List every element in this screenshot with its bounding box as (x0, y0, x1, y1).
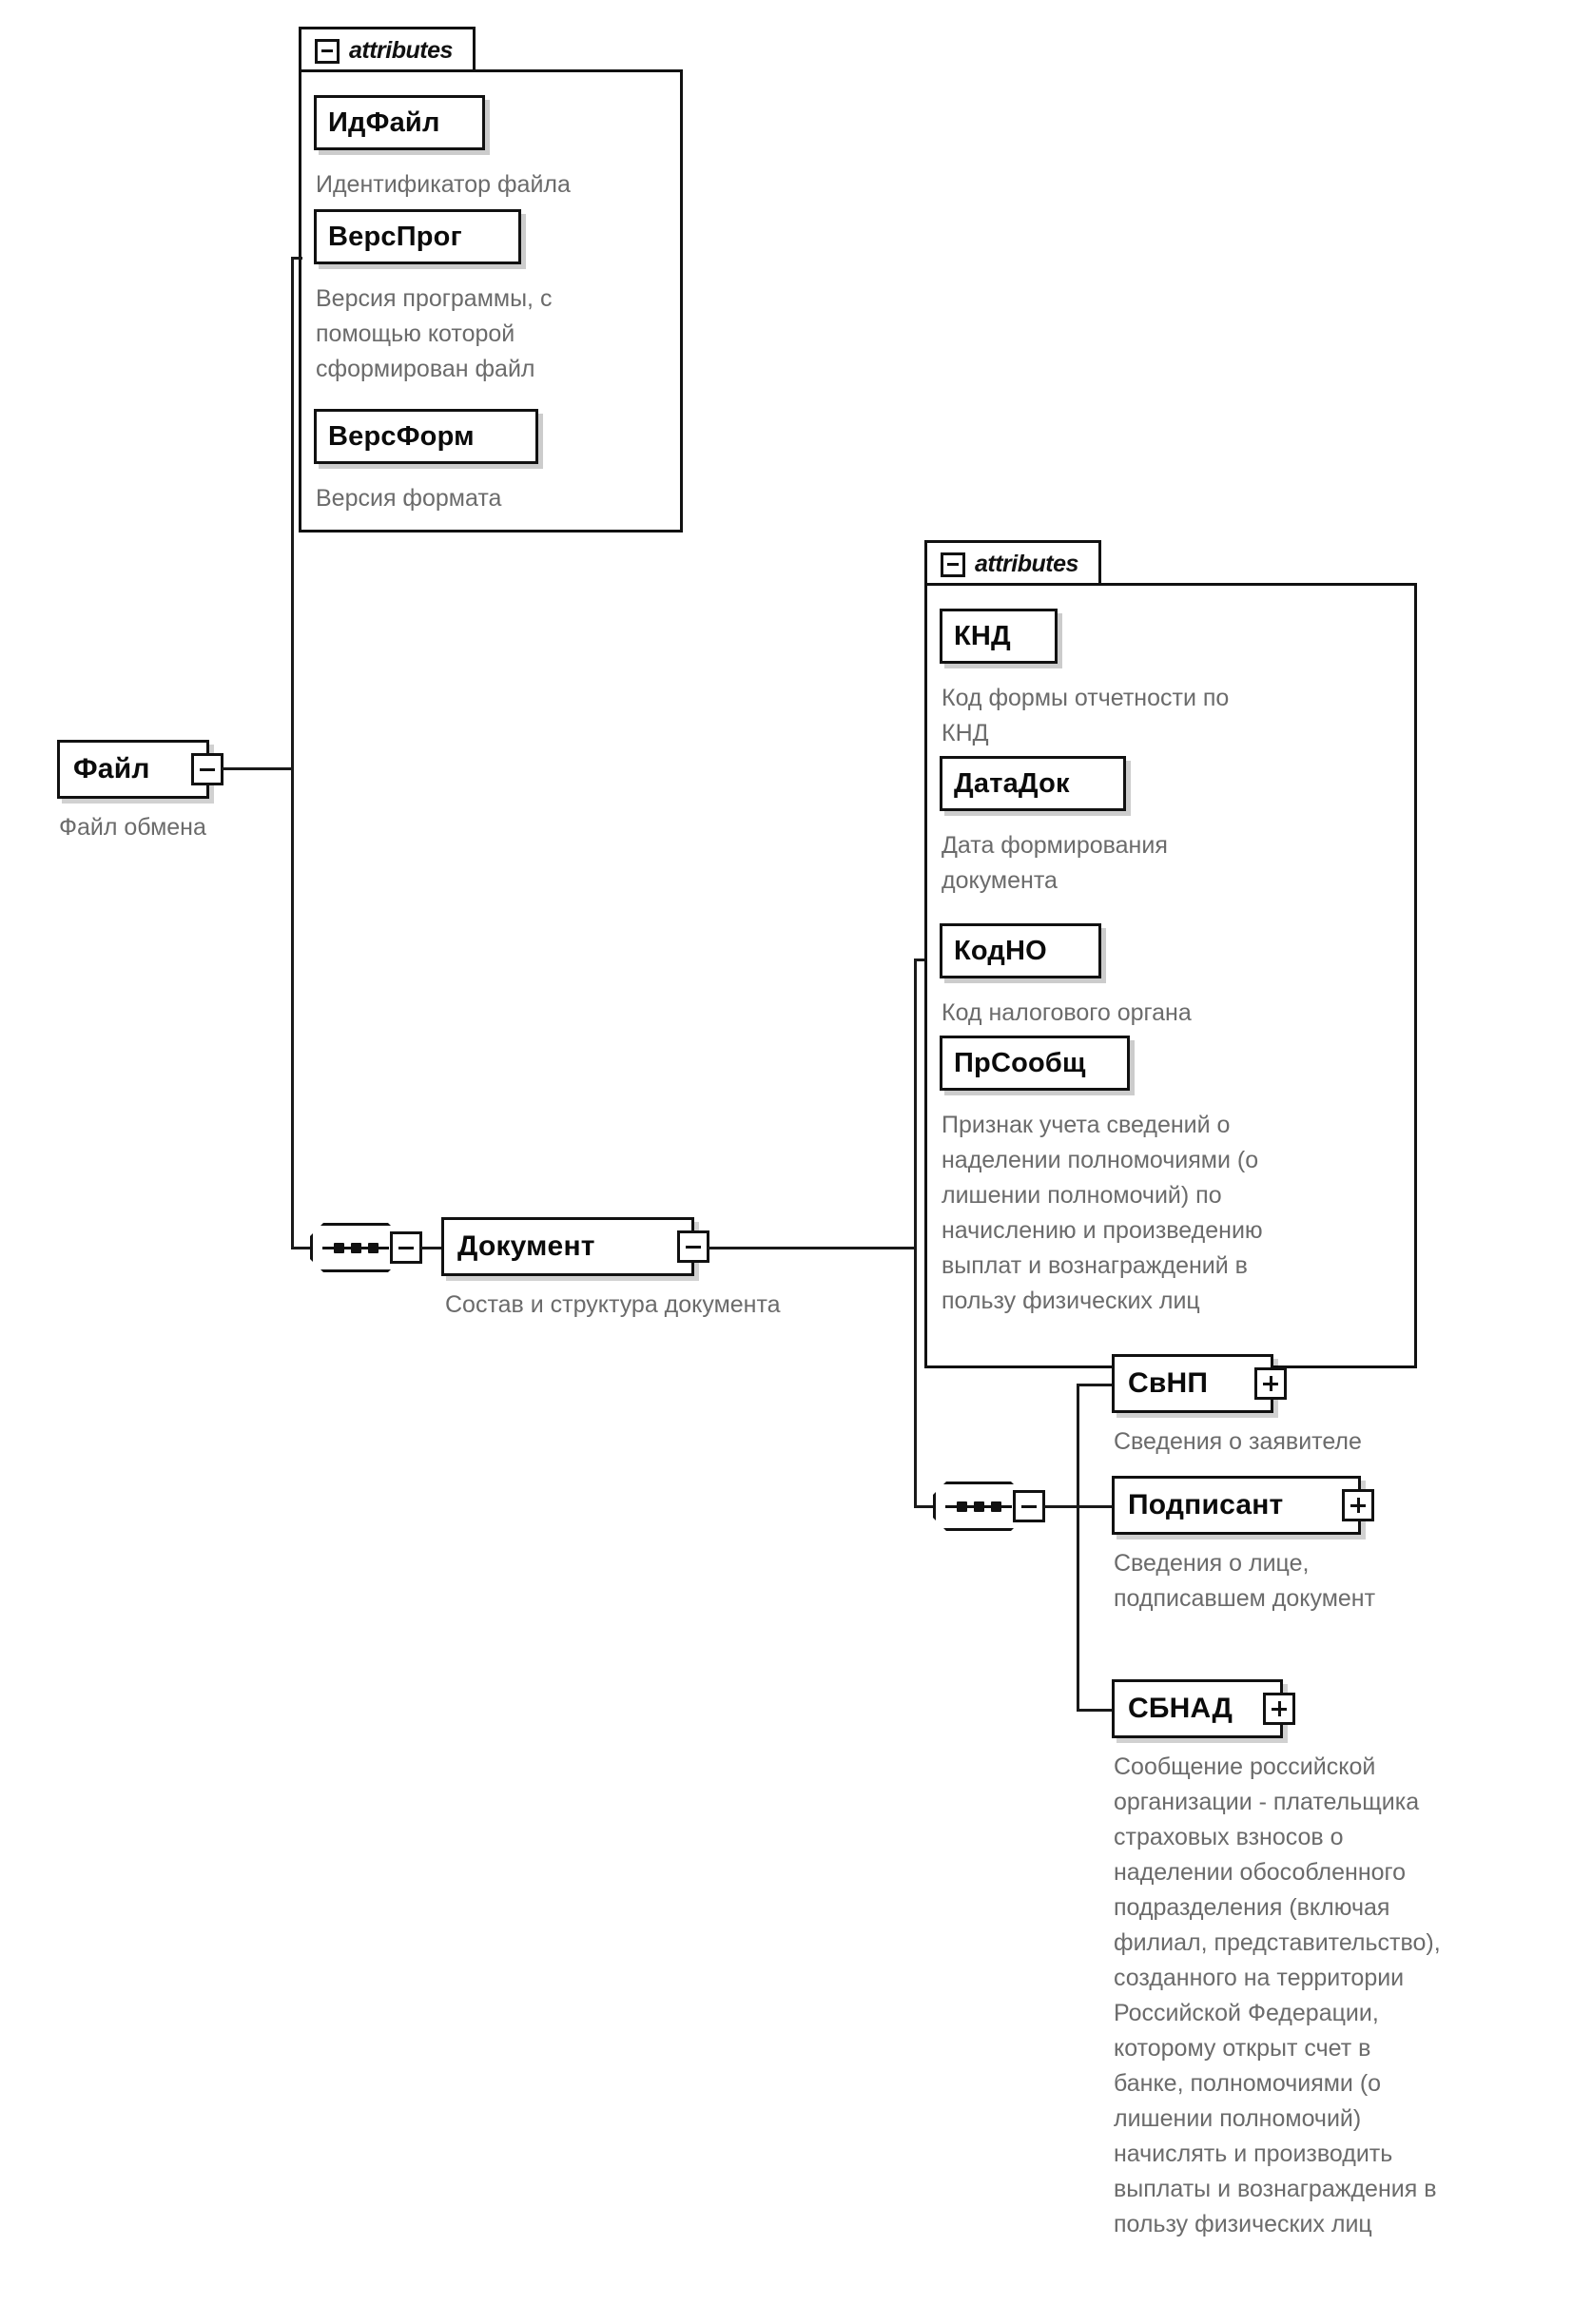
element-node-sbnad[interactable]: СБНАД (1112, 1679, 1283, 1738)
attribute-node-idfayl[interactable]: ИдФайл (314, 95, 485, 150)
sequence-collapse-minus-icon[interactable] (390, 1231, 422, 1264)
element-doc-fayl: Файл обмена (59, 814, 206, 841)
attribute-node-versprog[interactable]: ВерсПрог (314, 209, 521, 264)
sequence-compositor-fayl[interactable] (310, 1223, 401, 1272)
sequence-compositor-dokument[interactable] (933, 1482, 1024, 1531)
attribute-doc-versform: Версия формата (316, 485, 502, 512)
attribute-node-datadok[interactable]: ДатаДок (940, 756, 1126, 811)
element-doc-dokument: Состав и структура документа (445, 1291, 781, 1318)
connector-sequence2-to-bus (1043, 1505, 1079, 1508)
connector-bus-to-sbnad (1077, 1709, 1115, 1712)
connector-sequence-to-dokument (420, 1247, 445, 1249)
attribute-name: КНД (954, 620, 1011, 651)
connector-children-bus-vertical (1077, 1384, 1079, 1712)
element-doc-podpisant: Сведения о лице, подписавшем документ (1114, 1550, 1376, 1612)
attribute-name: ДатаДок (954, 767, 1070, 799)
attribute-name: ПрСообщ (954, 1047, 1086, 1078)
connector-bus-to-podpisant (1077, 1505, 1115, 1508)
element-expand-plus-icon-podpisant[interactable] (1342, 1489, 1374, 1521)
connector-bus-to-svnp (1077, 1384, 1115, 1386)
element-doc-sbnad: Сообщение российской организации - плате… (1114, 1753, 1441, 2237)
connector-trunk-to-sequence (291, 1247, 312, 1249)
document-attributes-header[interactable]: attributes (924, 540, 1101, 586)
element-collapse-minus-icon-fayl[interactable] (191, 753, 223, 785)
attribute-doc-datadok: Дата формирования документа (942, 832, 1168, 894)
connector-trunk-to-root-attributes (291, 257, 302, 260)
attribute-name: ВерсФорм (328, 420, 475, 452)
attributes-label: attributes (975, 551, 1078, 577)
attribute-doc-knd: Код формы отчетности по КНД (942, 685, 1230, 746)
element-collapse-minus-icon-dokument[interactable] (677, 1230, 709, 1263)
connector-trunk2-to-sequence2 (914, 1505, 935, 1508)
element-expand-plus-icon-svnp[interactable] (1254, 1367, 1287, 1400)
attribute-node-prsoobshch[interactable]: ПрСообщ (940, 1036, 1130, 1091)
sequence-dots-icon (936, 1501, 1021, 1512)
attribute-doc-idfayl: Идентификатор файла (316, 171, 571, 198)
element-node-podpisant[interactable]: Подписант (1112, 1476, 1361, 1535)
attribute-node-versform[interactable]: ВерсФорм (314, 409, 538, 464)
attribute-doc-versprog: Версия программы, с помощью которой сфор… (316, 285, 553, 382)
attribute-node-knd[interactable]: КНД (940, 609, 1058, 664)
element-node-dokument[interactable]: Документ (441, 1217, 694, 1276)
connector-trunk-vertical (291, 257, 294, 1249)
attribute-name: КодНО (954, 935, 1047, 966)
element-doc-svnp: Сведения о заявителе (1114, 1428, 1362, 1455)
attribute-name: ИдФайл (328, 107, 440, 138)
collapse-minus-icon[interactable] (941, 552, 965, 577)
element-name: Файл (73, 753, 150, 784)
sequence-dots-icon (313, 1242, 398, 1253)
sequence2-collapse-minus-icon[interactable] (1013, 1490, 1045, 1522)
element-node-fayl[interactable]: Файл (57, 740, 209, 799)
attribute-node-kodno[interactable]: КодНО (940, 923, 1101, 978)
element-name: Подписант (1128, 1489, 1284, 1520)
element-name: СБНАД (1128, 1693, 1233, 1724)
connector-dokument-to-trunk2 (708, 1247, 917, 1249)
connector-fayl-to-trunk (222, 767, 294, 770)
element-name: СвНП (1128, 1367, 1209, 1399)
attribute-doc-prsoobshch: Признак учета сведений о наделении полно… (942, 1112, 1263, 1314)
collapse-minus-icon[interactable] (315, 38, 340, 64)
attribute-name: ВерсПрог (328, 221, 462, 252)
element-name: Документ (457, 1230, 595, 1262)
element-expand-plus-icon-sbnad[interactable] (1263, 1693, 1295, 1725)
attributes-label: attributes (349, 37, 453, 64)
connector-trunk2-vertical (914, 959, 917, 1508)
root-attributes-header[interactable]: attributes (299, 27, 476, 72)
element-node-svnp[interactable]: СвНП (1112, 1354, 1273, 1413)
attribute-doc-kodno: Код налогового органа (942, 999, 1192, 1026)
connector-trunk2-to-document-attributes (914, 959, 927, 961)
